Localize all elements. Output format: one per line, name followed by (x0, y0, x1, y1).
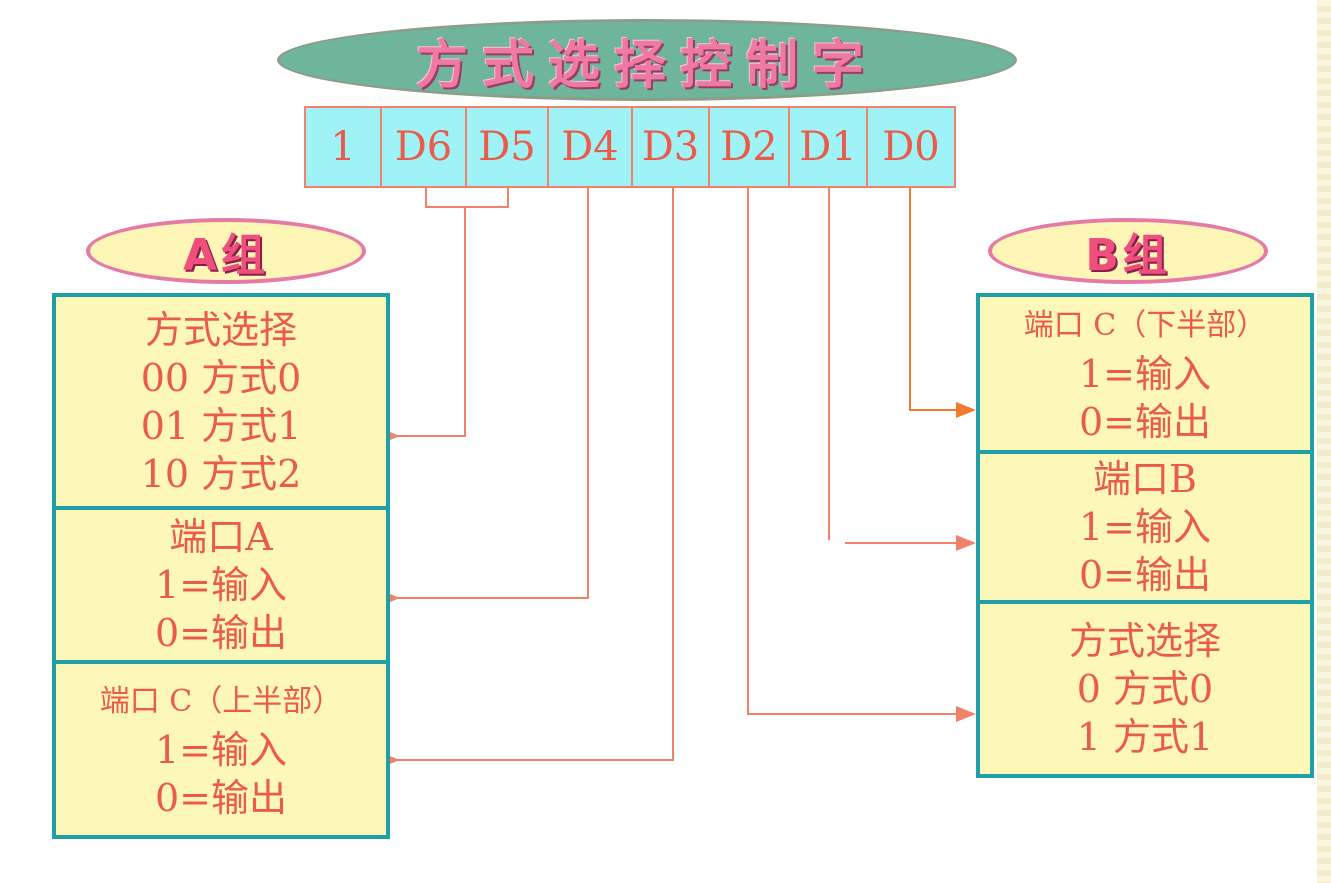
bit-cell-d1: D1 (790, 108, 868, 186)
b-mode-line-1: 1 方式1 (1076, 715, 1214, 759)
b-port-b-box: 端口B 1=输入 0=输出 (980, 454, 1310, 604)
group-a-panel: 方式选择 00 方式0 01 方式1 10 方式2 端口A 1=输入 0=输出 … (52, 293, 390, 839)
port-c-upper-output-line: 0=输出 (154, 775, 288, 820)
wire-d6-d5-drop (380, 207, 466, 444)
b-mode-box: 方式选择 0 方式0 1 方式1 (980, 604, 1310, 774)
bit-cell-d2: D2 (710, 108, 790, 186)
a-mode-box: 方式选择 00 方式0 01 方式1 10 方式2 (56, 297, 386, 510)
port-a-input-line: 1=输入 (154, 563, 288, 607)
group-b-panel: 端口 C（下半部） 1=输入 0=输出 端口B 1=输入 0=输出 方式选择 0… (976, 293, 1314, 778)
wire-d6-d5-to-a-mode (425, 188, 509, 208)
port-c-lower-heading: 端口 C（下半部） (1023, 307, 1267, 343)
port-a-heading: 端口A (169, 515, 273, 559)
port-c-lower-input-line: 1=输入 (1078, 351, 1212, 396)
bit-cell-d0: D0 (882, 124, 940, 170)
b-port-c-lower-box: 端口 C（下半部） 1=输入 0=输出 (980, 297, 1310, 454)
wire-d3-to-port-c-upper (380, 188, 674, 768)
group-a-oval: A组 (86, 218, 366, 284)
b-mode-heading: 方式选择 (1068, 619, 1221, 663)
title-text: 方式选择控制字 (415, 35, 878, 96)
bit-cell-d3: D3 (633, 108, 710, 186)
wire-d2-to-b-mode (747, 188, 976, 722)
port-a-output-line: 0=输出 (154, 611, 288, 655)
wire-d4-to-port-a (380, 188, 589, 606)
wire-d0-to-port-c-lower (909, 188, 976, 418)
port-b-heading: 端口B (1093, 457, 1197, 501)
port-b-output-line: 0=输出 (1078, 553, 1212, 597)
b-mode-line-0: 0 方式0 (1076, 667, 1214, 711)
bit-cell-d6: D6 (382, 108, 467, 186)
right-edge-stripe (1317, 0, 1331, 883)
a-mode-heading: 方式选择 (144, 307, 297, 352)
a-port-c-upper-box: 端口 C（上半部） 1=输入 0=输出 (56, 664, 386, 835)
group-a-label: A组 (182, 230, 270, 281)
control-word-bits: 1 D6 D5 D4 D3 D2 D1 D0 (304, 106, 956, 188)
bit-cell-d5: D5 (467, 108, 549, 186)
group-b-label: B组 (1085, 230, 1171, 281)
a-port-a-box: 端口A 1=输入 0=输出 (56, 510, 386, 664)
a-mode-line-01: 01 方式1 (140, 403, 302, 448)
title-oval: 方式选择控制字 (277, 19, 1017, 101)
port-c-upper-heading: 端口 C（上半部） (99, 683, 343, 719)
a-mode-line-10: 10 方式2 (140, 451, 302, 496)
a-mode-line-00: 00 方式0 (140, 355, 302, 400)
bit-cell-1: 1 (306, 108, 382, 186)
port-c-lower-output-line: 0=输出 (1078, 399, 1212, 444)
bit-cell-d4: D4 (549, 108, 633, 186)
port-b-input-line: 1=输入 (1078, 505, 1212, 549)
group-b-oval: B组 (988, 218, 1268, 284)
port-c-upper-input-line: 1=输入 (154, 727, 288, 772)
